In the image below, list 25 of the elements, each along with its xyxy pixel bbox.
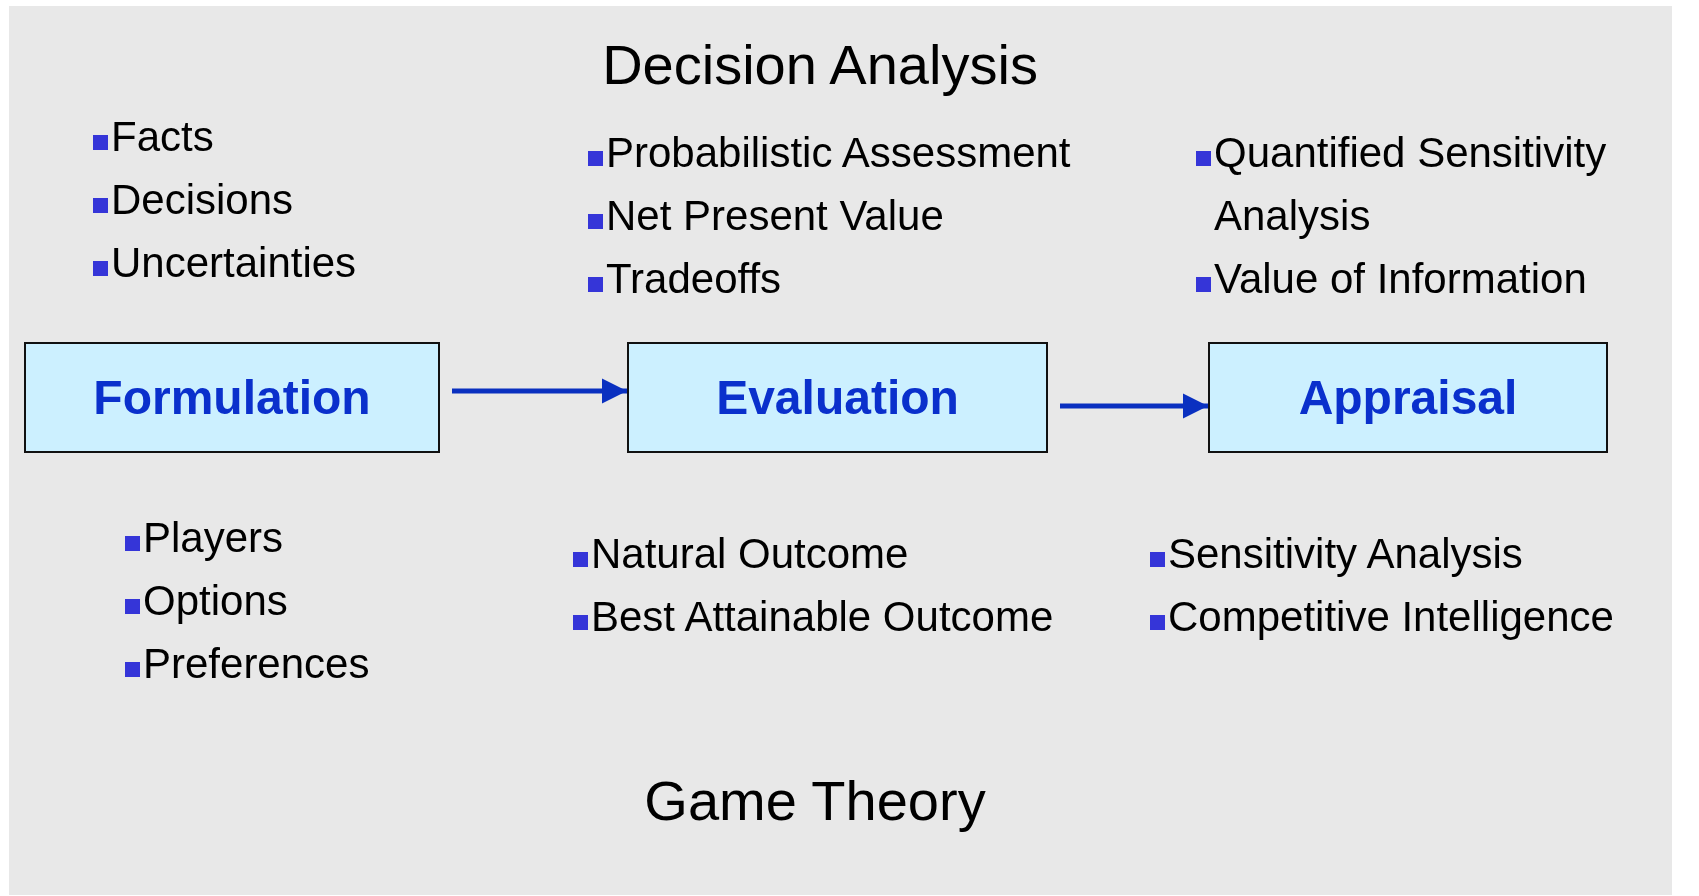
- bullet-text: Quantified Sensitivity Analysis: [1214, 128, 1608, 241]
- bullet-text: Facts: [111, 112, 214, 162]
- process-box: [24, 342, 440, 453]
- bullet-text: Best Attainable Outcome: [591, 592, 1054, 642]
- bullet-text: Competitive Intelligence: [1168, 592, 1614, 642]
- bullet-text: Sensitivity Analysis: [1168, 529, 1523, 579]
- title: Decision Analysis: [602, 32, 1038, 97]
- process-box: [627, 342, 1048, 453]
- arrow: [452, 378, 627, 404]
- arrow: [1060, 393, 1208, 419]
- box-label: Appraisal: [1298, 370, 1518, 425]
- bullet-text: Tradeoffs: [606, 254, 782, 304]
- bullet-text: Natural Outcome: [591, 529, 909, 579]
- process-box: [1208, 342, 1608, 453]
- bullet-text: Net Present Value: [606, 191, 944, 241]
- bullet-text: Value of Information: [1214, 254, 1587, 304]
- heading: Game Theory: [644, 768, 986, 833]
- bullet-text: Decisions: [111, 175, 294, 225]
- bullet-text: Players: [143, 513, 284, 563]
- bullet-text: Preferences: [143, 639, 370, 689]
- box-label: Evaluation: [716, 370, 959, 425]
- bullet-text: Uncertainties: [111, 238, 357, 288]
- bullet-text: Probabilistic Assessment: [606, 128, 1071, 178]
- bullet-text: Options: [143, 576, 288, 626]
- box-label: Formulation: [93, 370, 371, 425]
